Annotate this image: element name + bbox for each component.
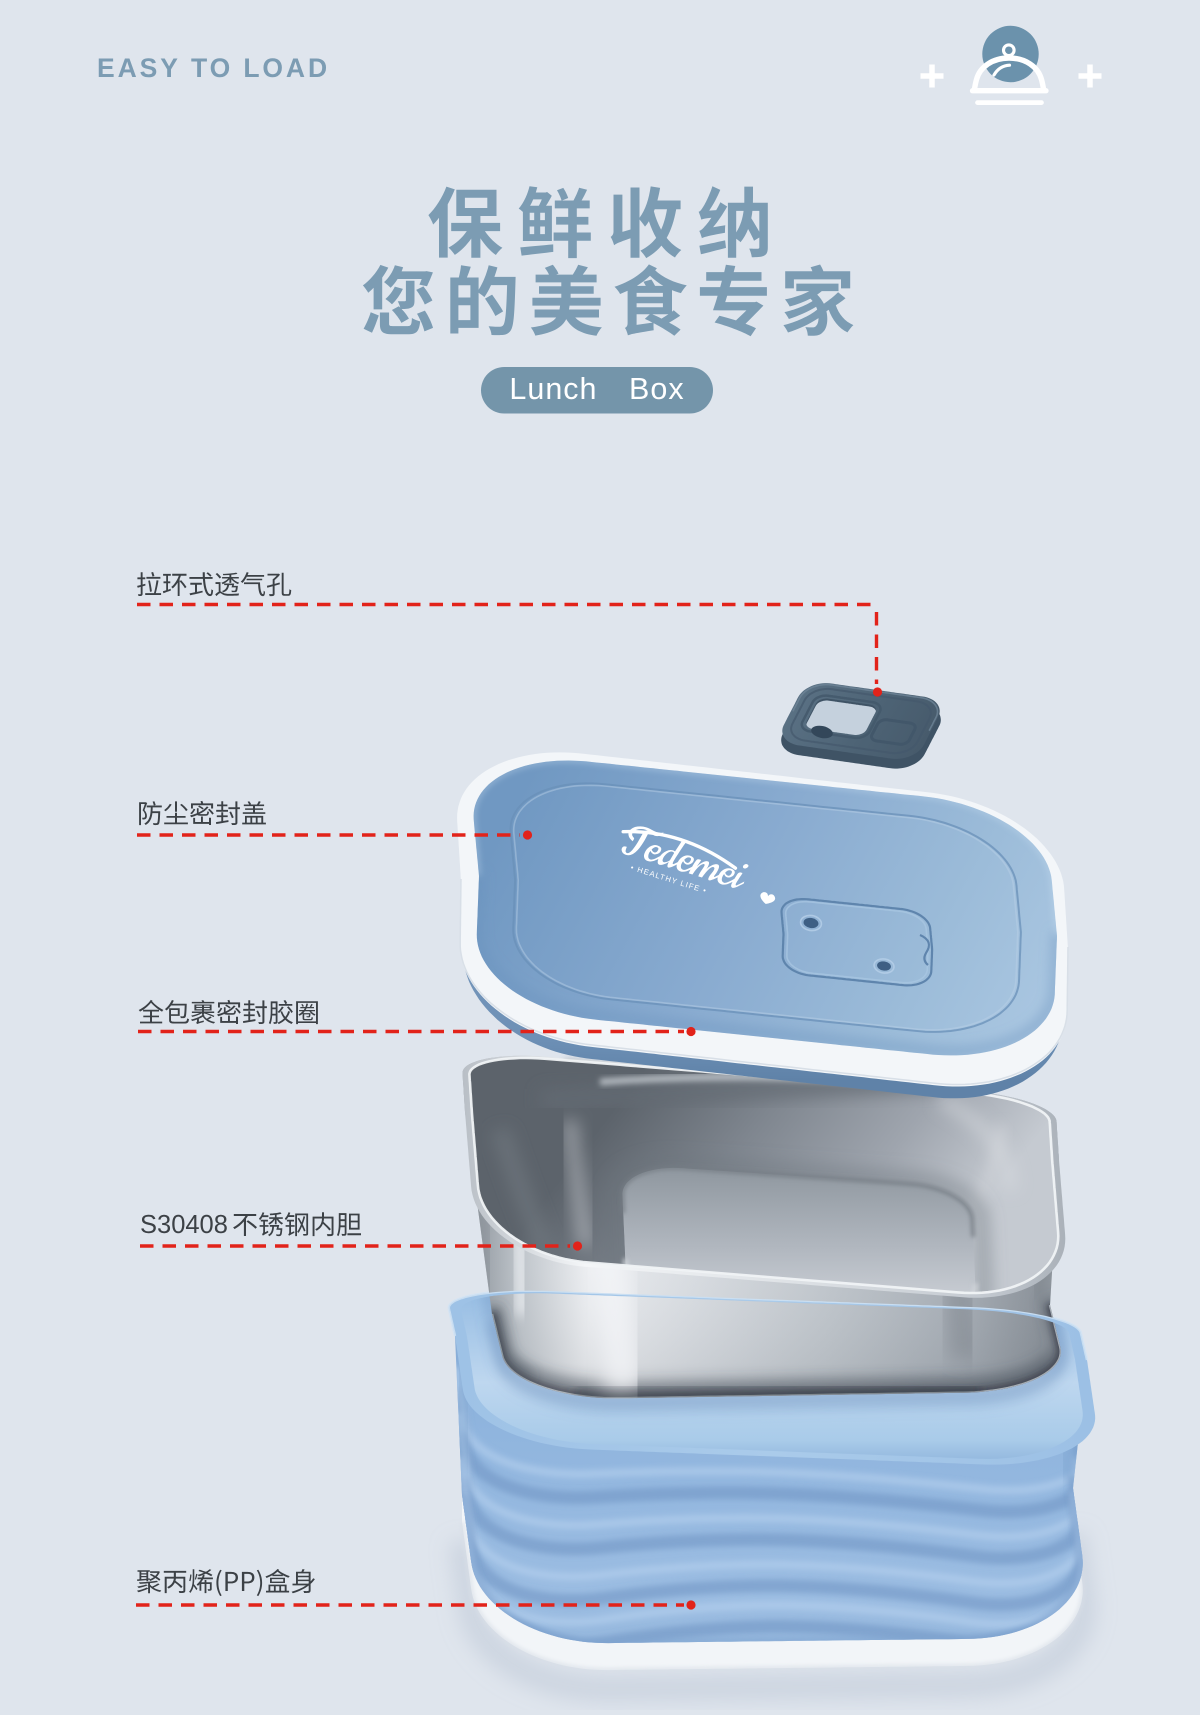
svg-text:Lunch Box: Lunch Box xyxy=(509,372,684,406)
svg-text:EASY TO LOAD: EASY TO LOAD xyxy=(97,53,330,83)
svg-text:S30408: S30408 xyxy=(140,1211,228,1239)
